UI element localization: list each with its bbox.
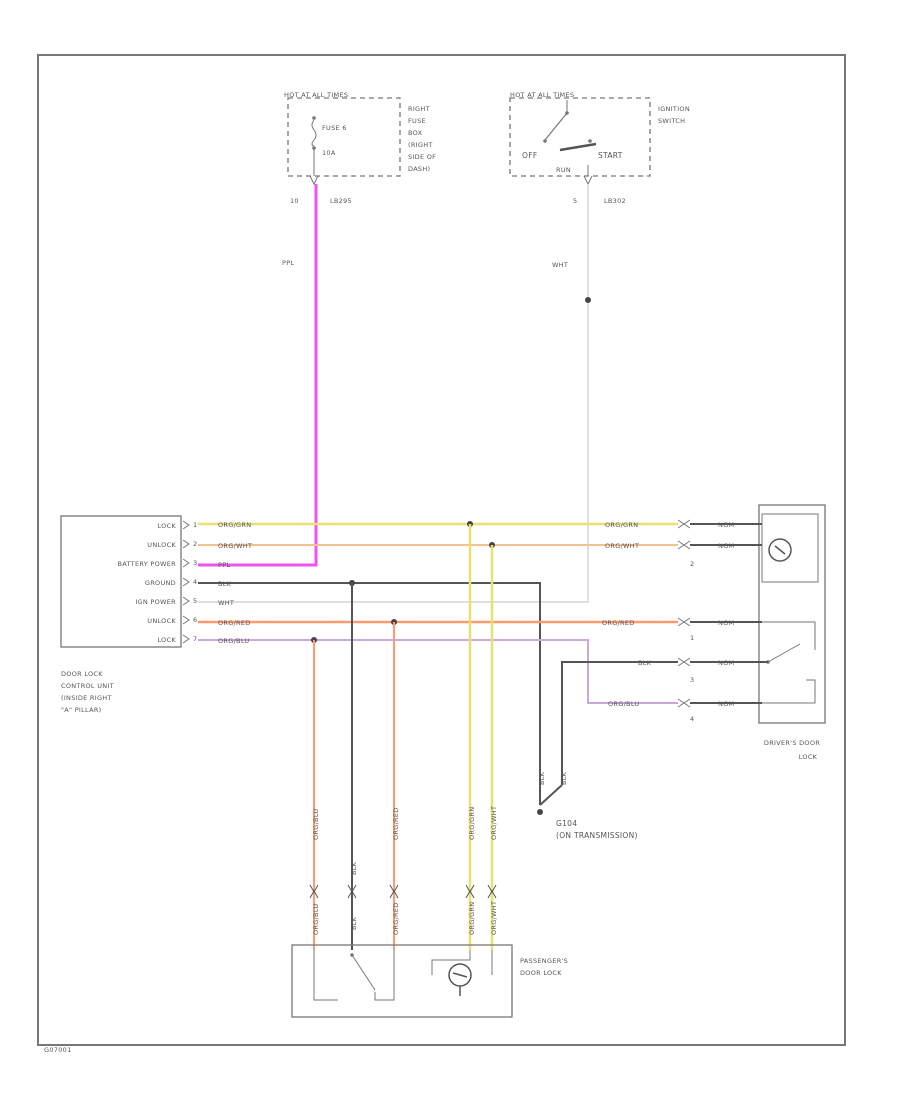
pin-number: 3 [193,559,197,567]
wire-label-vert: ORG/WHT [490,901,498,935]
passenger-lock-name: PASSENGER'S [520,957,568,965]
ignition-off-label: OFF [522,151,537,160]
wire-label-vert: BLK [350,861,358,875]
fuse-connector: LB295 [330,197,352,205]
ignition-switch: HOT AT ALL TIMES IGNITION SWITCH OFF STA… [509,91,690,205]
ignition-name-line: SWITCH [658,117,685,125]
terminal-ign-power: IGN POWER [135,598,176,606]
wire-label-vert: ORG/GRN [468,902,476,935]
pin-number: 6 [193,616,197,624]
control-unit-name: CONTROL UNIT [61,682,114,690]
passenger-connectors [309,884,497,899]
wire-label-vert: ORG/WHT [490,806,498,840]
wire-label-vert: BLK [350,916,358,930]
fuse-location-line: RIGHT [408,105,430,113]
fuse-location-line: SIDE OF [408,153,436,161]
ignition-run-label: RUN [556,166,571,174]
wire-label-wht-unit: WHT [218,599,234,607]
wire-blk [198,582,541,805]
wire-label-org-grn-right: ORG/GRN [605,521,638,529]
wire-label-org-red: ORG/RED [218,619,251,627]
wire-label-org-wht-right: ORG/WHT [605,542,639,550]
wire-label-vert: BLK [560,771,568,785]
figure-id: G07001 [44,1046,72,1054]
door-lock-control-unit: LOCK UNLOCK BATTERY POWER GROUND IGN POW… [60,515,197,714]
driver-wire-label: NGM [718,542,734,550]
fuse-location-line: DASH) [408,165,430,173]
wire-label-org-red-right: ORG/RED [602,619,635,627]
pin-number: 4 [193,578,197,586]
driver-pin: 2 [690,560,694,568]
wire-label-ppl-unit: PPL [218,561,230,569]
splice [585,297,591,303]
pin-number: 5 [193,597,197,605]
ignition-header: HOT AT ALL TIMES [510,91,574,99]
motor-icon [768,538,792,562]
driver-door-lock: NGM NGM NGM NGM NGM 2 1 3 4 DRIVER'S DOO… [677,504,826,761]
wire-label-vert: ORG/RED [392,807,400,840]
wire-label-vert: BLK [538,771,546,785]
wire-label-org-blu-right: ORG/BLU [608,700,639,708]
wire-label-vert: ORG/BLU [312,809,320,840]
wire-label-blk-driver: BLK [638,659,652,667]
wire-ppl [198,184,318,567]
wire-blk-driver [561,661,678,785]
control-unit-name: DOOR LOCK [61,670,103,678]
wire-org-blu [198,639,678,704]
wire-label-vert: ORG/BLU [312,904,320,935]
terminal-unlock: UNLOCK [147,541,176,549]
wire-label-vert: ORG/RED [392,902,400,935]
fuse-box-header: HOT AT ALL TIMES [284,91,348,99]
wire-label-org-wht: ORG/WHT [218,542,252,550]
driver-pin: 3 [690,676,694,684]
wire-label-org-blu: ORG/BLU [218,637,249,645]
passenger-lock-name: DOOR LOCK [520,969,562,977]
terminal-lock: LOCK [157,522,176,530]
driver-wire-label: NGM [718,619,734,627]
fuse-location-line: FUSE [408,117,426,125]
driver-lock-name: DRIVER'S DOOR [764,739,820,747]
pin-number: 2 [193,540,197,548]
fuse-box: HOT AT ALL TIMES FUSE 6 10A RIGHT FUSE B… [284,91,436,205]
wire-label-org-grn: ORG/GRN [218,521,251,529]
fuse-pin: 10 [290,197,299,205]
ignition-start-label: START [598,151,623,160]
terminal-ground: GROUND [145,579,176,587]
control-unit-name: (INSIDE RIGHT [61,694,112,702]
ignition-name-line: IGNITION [658,105,690,113]
fuse-location-line: BOX [408,129,423,137]
driver-pin: 1 [690,634,694,642]
ground-name: (ON TRANSMISSION) [556,831,638,840]
driver-lock-name: LOCK [799,753,818,761]
terminal-battery-power: BATTERY POWER [118,560,177,568]
ignition-pin: 5 [573,197,577,205]
driver-wire-label: NGM [718,521,734,529]
ignition-connector: LB302 [604,197,626,205]
diagram-border [37,54,846,1046]
driver-wire-label: NGM [718,659,734,667]
pin-number: 1 [193,521,197,529]
fuse-rating: 10A [322,149,336,157]
wire-label-blk: BLK [218,580,232,588]
ground-name: G104 [556,819,577,828]
terminal-lock-2: LOCK [157,636,176,644]
wire-label-wht: WHT [552,261,568,269]
fuse-name: FUSE 6 [322,124,347,132]
passenger-door-lock: PASSENGER'S DOOR LOCK [291,944,568,1018]
fuse-location-line: (RIGHT [408,141,433,149]
wire-wht [198,184,589,603]
pin-number: 7 [193,635,197,643]
control-unit-name: "A" PILLAR) [61,706,102,714]
driver-wire-label: NGM [718,700,734,708]
terminal-unlock-2: UNLOCK [147,617,176,625]
wire-label-ppl: PPL [282,259,294,267]
wire-label-vert: ORG/GRN [468,807,476,840]
ground-g104: BLK BLK G104 (ON TRANSMISSION) [537,771,638,840]
driver-pin: 4 [690,715,694,723]
